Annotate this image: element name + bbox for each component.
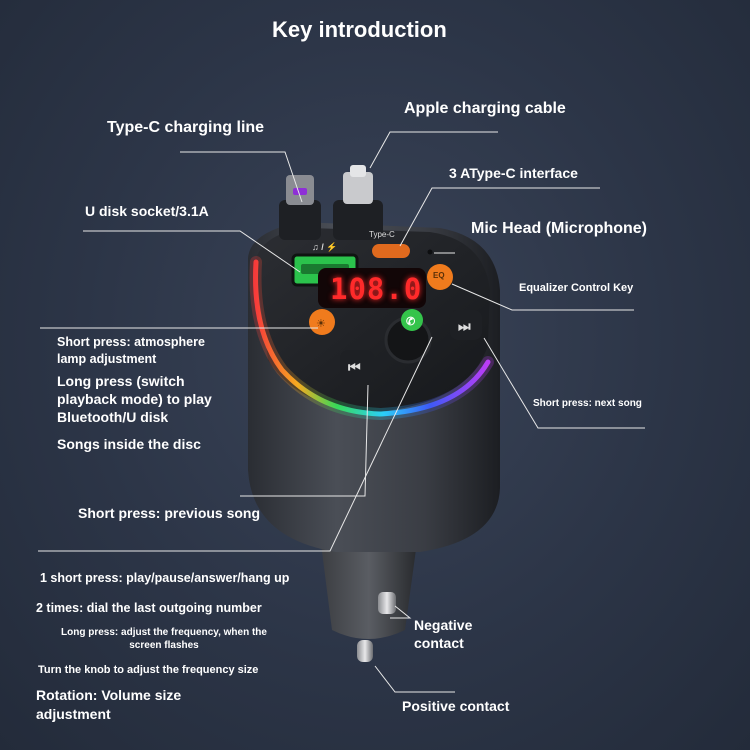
display-frequency: 108.0	[330, 272, 423, 306]
svg-text:✆: ✆	[406, 316, 415, 328]
label-u-disk-socket: U disk socket/3.1A	[85, 203, 209, 219]
label-play-pause: 1 short press: play/pause/answer/hang up	[40, 571, 290, 585]
usb-port-label: ♫ / ⚡	[312, 242, 338, 252]
leader-lines	[38, 131, 645, 693]
lightning-cable-head	[343, 172, 373, 204]
label-positive-contact: Positive contact	[402, 698, 510, 714]
label-negative-1: Negative	[414, 617, 473, 633]
label-eq-key: Equalizer Control Key	[519, 282, 634, 294]
label-negative-2: contact	[414, 635, 464, 651]
svg-text:⏭: ⏭	[458, 318, 471, 334]
label-rotation-2: adjustment	[36, 706, 111, 722]
positive-contact-tip	[357, 640, 373, 662]
type-c-port	[372, 244, 410, 258]
label-rotation-1: Rotation: Volume size	[36, 687, 182, 703]
svg-text:⏮: ⏮	[348, 359, 361, 375]
led-display	[318, 268, 426, 308]
microphone-hole	[427, 249, 433, 255]
label-type-c-interface: 3 AType-C interface	[449, 165, 578, 181]
label-next-song: Short press: next song	[533, 398, 642, 409]
label-mic-head: Mic Head (Microphone)	[471, 220, 648, 237]
type-c-cable-plug	[279, 200, 321, 240]
eq-key	[427, 264, 453, 290]
svg-text:☀: ☀	[316, 318, 326, 330]
label-long-press-1: Long press (switch	[57, 373, 185, 389]
label-long-press-frequency-2: screen flashes	[129, 640, 199, 651]
label-type-c-charging-line: Type-C charging line	[107, 119, 265, 136]
label-songs-in-disc: Songs inside the disc	[57, 436, 201, 452]
negative-contact-clip	[378, 592, 396, 614]
label-previous-song: Short press: previous song	[78, 505, 261, 521]
page-title: Key introduction	[272, 17, 447, 42]
label-dial-last: 2 times: dial the last outgoing number	[36, 601, 262, 615]
label-apple-charging-cable: Apple charging cable	[404, 100, 566, 117]
label-knob-frequency: Turn the knob to adjust the frequency si…	[38, 664, 259, 676]
prev-key	[340, 350, 374, 382]
label-atmosphere-1: Short press: atmosphere	[57, 335, 205, 349]
label-long-press-3: Bluetooth/U disk	[57, 409, 169, 425]
eq-key-label: EQ	[433, 271, 445, 280]
label-long-press-frequency-1: Long press: adjust the frequency, when t…	[61, 627, 267, 638]
lightning-cable-plug	[333, 200, 383, 240]
label-atmosphere-2: lamp adjustment	[57, 352, 157, 366]
next-key	[450, 310, 482, 340]
type-c-port-label: Type-C	[369, 230, 395, 239]
label-long-press-2: playback mode) to play	[57, 391, 212, 407]
